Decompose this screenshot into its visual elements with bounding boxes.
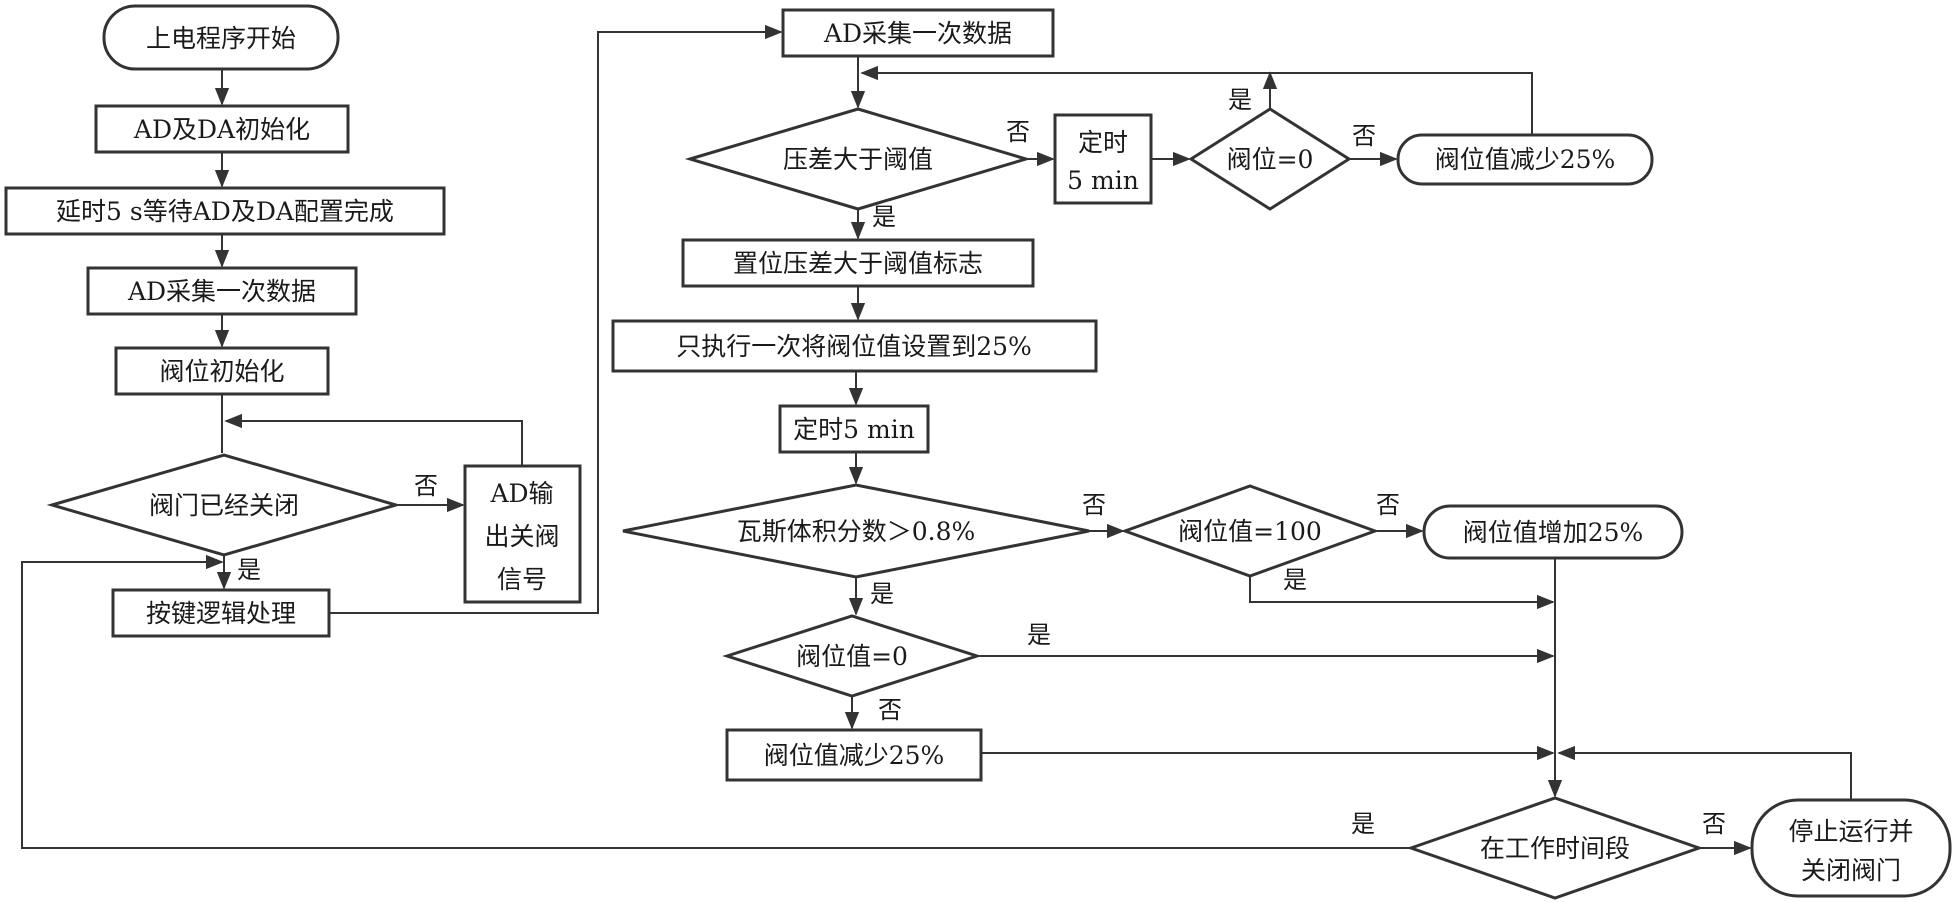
label-yes-pressure: 是 xyxy=(872,203,896,231)
svg-text:阀位值=100: 阀位值=100 xyxy=(1178,517,1322,546)
valve-dec-node-b: 阀位值减少25% xyxy=(725,728,983,782)
key-logic-node: 按键逻辑处理 xyxy=(111,588,331,638)
ad-output-node: AD输 出关阀 信号 xyxy=(463,464,582,604)
label-yes-valve-100: 是 xyxy=(1283,566,1307,594)
stop-node: 停止运行并 关闭阀门 xyxy=(1750,798,1952,898)
valve-init-node: 阀位初始化 xyxy=(114,346,330,396)
svg-text:阀位值减少25%: 阀位值减少25% xyxy=(1435,145,1616,174)
valve-zero-decision-2: 阀位值=0 xyxy=(722,614,982,698)
svg-text:置位压差大于阈值标志: 置位压差大于阈值标志 xyxy=(733,249,983,278)
label-yes-valve-closed: 是 xyxy=(237,556,261,584)
valve-100-decision: 阀位值=100 xyxy=(1120,484,1380,578)
label-no-work-period: 否 xyxy=(1702,810,1726,838)
delay-node: 延时5 s等待AD及DA配置完成 xyxy=(4,186,446,236)
set-once-node: 只执行一次将阀位值设置到25% xyxy=(611,319,1098,373)
svg-text:瓦斯体积分数＞0.8%: 瓦斯体积分数＞0.8% xyxy=(737,517,976,546)
svg-text:定时5 min: 定时5 min xyxy=(793,415,915,444)
sample-node-left: AD采集一次数据 xyxy=(86,266,358,316)
svg-text:阀门已经关闭: 阀门已经关闭 xyxy=(149,491,299,520)
timer-node-b: 定时5 min xyxy=(778,404,930,454)
svg-text:出关阀: 出关阀 xyxy=(484,522,559,551)
label-no-valve-zero-1: 否 xyxy=(1352,122,1376,150)
svg-text:AD及DA初始化: AD及DA初始化 xyxy=(133,115,310,144)
edge-labels: 否 是 否 是 是 否 否 是 否 是 是 否 是 否 xyxy=(237,86,1726,838)
svg-text:5 min: 5 min xyxy=(1067,166,1139,195)
label-yes-valve-zero-2: 是 xyxy=(1027,621,1051,649)
svg-text:阀位值增加25%: 阀位值增加25% xyxy=(1463,518,1644,547)
label-yes-valve-zero-1: 是 xyxy=(1228,86,1252,114)
gas-decision: 瓦斯体积分数＞0.8% xyxy=(622,483,1090,579)
svg-text:AD采集一次数据: AD采集一次数据 xyxy=(823,19,1012,48)
work-period-decision: 在工作时间段 xyxy=(1406,796,1704,900)
valve-inc-node: 阀位值增加25% xyxy=(1422,504,1684,560)
set-flag-node: 置位压差大于阈值标志 xyxy=(681,238,1035,288)
svg-text:信号: 信号 xyxy=(497,565,547,594)
svg-text:在工作时间段: 在工作时间段 xyxy=(1480,834,1630,863)
svg-text:阀位=0: 阀位=0 xyxy=(1227,145,1314,174)
label-no-gas: 否 xyxy=(1082,491,1106,519)
svg-text:延时5 s等待AD及DA配置完成: 延时5 s等待AD及DA配置完成 xyxy=(56,197,394,226)
timer-node-a: 定时 5 min xyxy=(1053,113,1153,205)
label-yes-gas: 是 xyxy=(870,580,894,608)
init-adda-node: AD及DA初始化 xyxy=(94,104,350,154)
valve-zero-decision-1: 阀位=0 xyxy=(1188,107,1352,211)
svg-text:阀位值减少25%: 阀位值减少25% xyxy=(764,741,945,770)
svg-text:定时: 定时 xyxy=(1078,128,1128,157)
valve-dec-node-a: 阀位值减少25% xyxy=(1396,133,1654,186)
svg-text:压差大于阈值: 压差大于阈值 xyxy=(783,145,933,174)
label-no-valve-zero-2: 否 xyxy=(878,696,902,724)
svg-text:阀位初始化: 阀位初始化 xyxy=(159,357,284,386)
svg-text:上电程序开始: 上电程序开始 xyxy=(146,24,296,53)
svg-text:AD采集一次数据: AD采集一次数据 xyxy=(127,277,316,306)
pressure-decision: 压差大于阈值 xyxy=(684,107,1032,211)
start-node: 上电程序开始 xyxy=(102,4,340,71)
svg-text:阀位值=0: 阀位值=0 xyxy=(796,642,908,671)
label-no-pressure: 否 xyxy=(1006,118,1030,146)
valve-closed-decision: 阀门已经关闭 xyxy=(46,453,402,557)
label-no-valve-closed: 否 xyxy=(414,472,438,500)
connectors xyxy=(21,24,1852,856)
svg-text:只执行一次将阀位值设置到25%: 只执行一次将阀位值设置到25% xyxy=(676,332,1032,361)
svg-text:按键逻辑处理: 按键逻辑处理 xyxy=(146,599,296,628)
svg-text:关闭阀门: 关闭阀门 xyxy=(1801,856,1901,885)
label-no-valve-100: 否 xyxy=(1376,491,1400,519)
svg-text:停止运行并: 停止运行并 xyxy=(1788,817,1913,846)
sample-node-right: AD采集一次数据 xyxy=(781,8,1055,58)
label-yes-work-period: 是 xyxy=(1351,810,1375,838)
svg-text:AD输: AD输 xyxy=(489,479,553,508)
